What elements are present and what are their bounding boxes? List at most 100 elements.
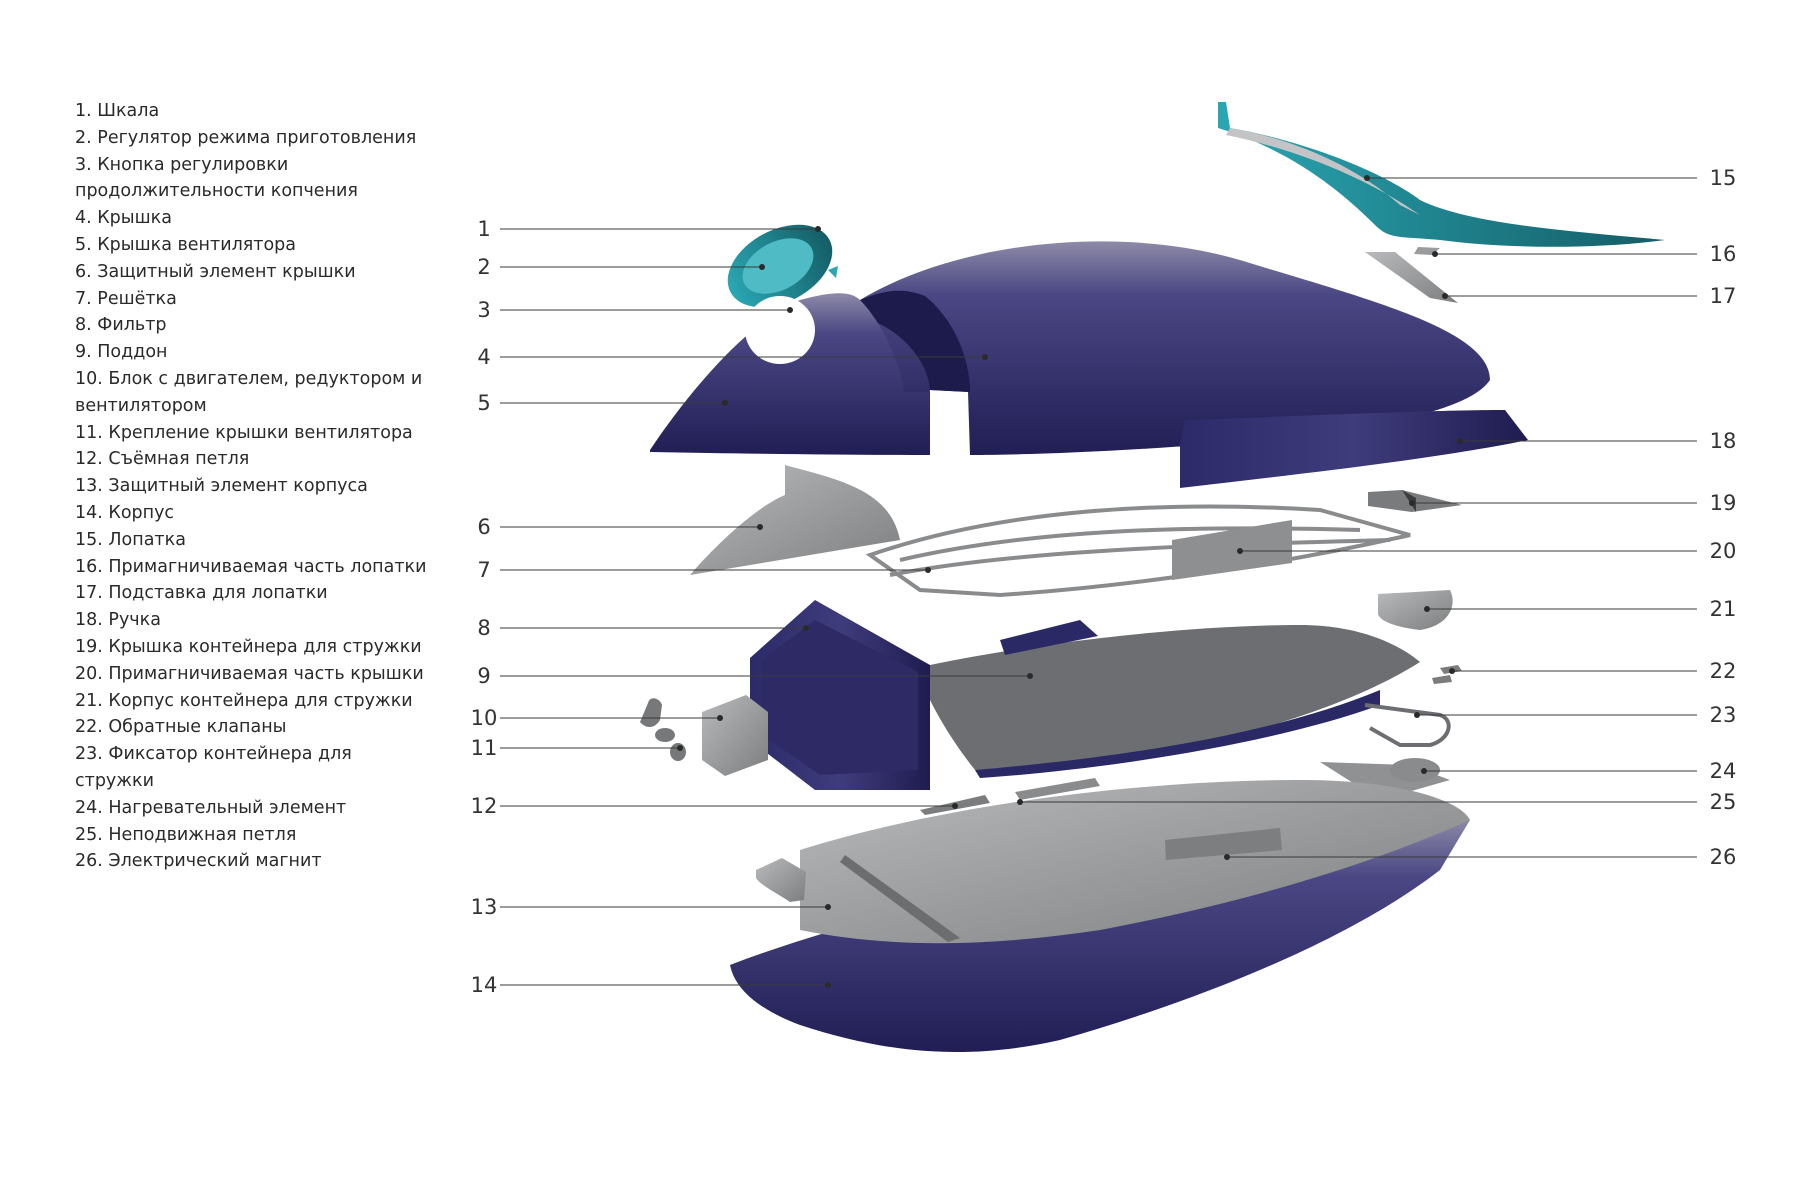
part-container-lock <box>1364 703 1451 747</box>
callout-number: 5 <box>477 391 490 415</box>
legend-item: 25. Неподвижная петля <box>75 824 297 845</box>
callout-dot <box>952 803 958 809</box>
callout-dot <box>1224 854 1230 860</box>
legend-item: 19. Крышка контейнера для стружки <box>75 636 422 657</box>
legend-item: 23. Фиксатор контейнера для стружки <box>75 744 352 791</box>
callout-dot <box>722 400 728 406</box>
legend-item: 7. Решётка <box>75 288 177 309</box>
callout-number: 11 <box>471 736 498 760</box>
legend-item: 21. Корпус контейнера для стружки <box>75 690 413 711</box>
legend-item: 2. Регулятор режима приготовления <box>75 127 417 148</box>
part-lid-protector <box>690 465 900 575</box>
callout-number: 16 <box>1710 242 1737 266</box>
part-fixed-hinge <box>1015 778 1100 800</box>
callout-dot <box>759 264 765 270</box>
callout-dot <box>1457 438 1463 444</box>
part-lid-magnet <box>1172 520 1292 580</box>
legend-item: 9. Поддон <box>75 342 168 363</box>
callout-number: 7 <box>477 558 490 582</box>
callout-dot <box>757 524 763 530</box>
legend-item: 10. Блок с двигателем, редуктором и вент… <box>75 368 423 416</box>
part-body-protector <box>756 855 960 942</box>
callout-dot <box>925 567 931 573</box>
callout-dot <box>1017 799 1023 805</box>
callout-dot <box>677 745 683 751</box>
callout-dot <box>825 904 831 910</box>
callout-dot <box>1237 548 1243 554</box>
legend-item: 1. Шкала <box>75 101 160 121</box>
legend-item: 6. Защитный элемент крышки <box>75 261 356 282</box>
callout-number: 17 <box>1710 284 1737 308</box>
legend-item: 8. Фильтр <box>75 315 167 336</box>
legend-item: 11. Крепление крышки вентилятора <box>75 422 413 443</box>
callout-number: 12 <box>471 794 498 818</box>
callout-number: 23 <box>1710 703 1737 727</box>
callout-dot <box>982 354 988 360</box>
callout-dot <box>1442 293 1448 299</box>
callout-number: 10 <box>471 706 498 730</box>
part-scale <box>727 224 838 308</box>
callout-number: 24 <box>1710 759 1737 783</box>
callout-dot <box>815 226 821 232</box>
callout-dot <box>1432 251 1438 257</box>
callout-dot <box>825 982 831 988</box>
callout-lines: 1234567891011121314151617181920212223242… <box>471 166 1737 997</box>
part-check-valves <box>1432 665 1462 684</box>
part-body <box>730 780 1470 1053</box>
part-tray <box>930 620 1420 778</box>
legend-item: 18. Ручка <box>75 610 161 631</box>
part-motor-block <box>702 695 768 776</box>
callout-number: 6 <box>477 515 490 539</box>
legend-item: 17. Подставка для лопатки <box>75 583 328 604</box>
part-chip-container-body <box>1378 590 1453 630</box>
part-heating-element <box>1320 758 1450 800</box>
parts-legend: 1. Шкала 2. Регулятор режима приготовлени… <box>75 98 435 875</box>
callout-dot <box>1409 500 1415 506</box>
callout-number: 8 <box>477 616 490 640</box>
legend-item: 16. Примагничиваемая часть лопатки <box>75 556 427 577</box>
callout-dot <box>1424 606 1430 612</box>
part-filter <box>750 600 930 790</box>
part-fan-cover <box>650 293 930 455</box>
callout-number: 25 <box>1710 790 1737 814</box>
callout-number: 13 <box>471 895 498 919</box>
callout-dot <box>1027 673 1033 679</box>
callout-number: 19 <box>1710 491 1737 515</box>
callout-dot <box>1449 668 1455 674</box>
legend-item: 15. Лопатка <box>75 529 186 550</box>
part-handle <box>1180 410 1528 488</box>
callout-number: 3 <box>477 298 490 322</box>
legend-item: 22. Обратные клапаны <box>75 717 287 738</box>
part-chip-container-lid <box>1368 490 1462 512</box>
callout-number: 20 <box>1710 539 1737 563</box>
callout-dot <box>717 715 723 721</box>
callout-dot <box>1364 175 1370 181</box>
part-lid <box>860 241 1490 455</box>
legend-item: 20. Примагничиваемая часть крышки <box>75 663 424 684</box>
part-spatula <box>1218 102 1665 247</box>
callout-dot <box>1414 712 1420 718</box>
callout-dot <box>787 307 793 313</box>
callout-number: 15 <box>1710 166 1737 190</box>
callout-number: 18 <box>1710 429 1737 453</box>
callout-dot <box>1421 768 1427 774</box>
legend-item: 12. Съёмная петля <box>75 449 250 470</box>
callout-number: 14 <box>471 973 498 997</box>
part-spatula-stand <box>1365 252 1458 303</box>
legend-item: 4. Крышка <box>75 208 172 229</box>
legend-item: 5. Крышка вентилятора <box>75 234 297 255</box>
callout-dot <box>803 625 809 631</box>
callout-number: 21 <box>1710 597 1737 621</box>
callout-number: 1 <box>477 217 490 241</box>
legend-item: 26. Электрический магнит <box>75 851 322 872</box>
legend-item: 13. Защитный элемент корпуса <box>75 476 368 497</box>
legend-item: 24. Нагревательный элемент <box>75 797 347 818</box>
callout-number: 4 <box>477 345 490 369</box>
part-fan-cover-mount <box>640 698 686 761</box>
callout-number: 2 <box>477 255 490 279</box>
callout-number: 26 <box>1710 845 1737 869</box>
callout-number: 9 <box>477 664 490 688</box>
legend-item: 14. Корпус <box>75 502 175 523</box>
callout-number: 22 <box>1710 659 1737 683</box>
